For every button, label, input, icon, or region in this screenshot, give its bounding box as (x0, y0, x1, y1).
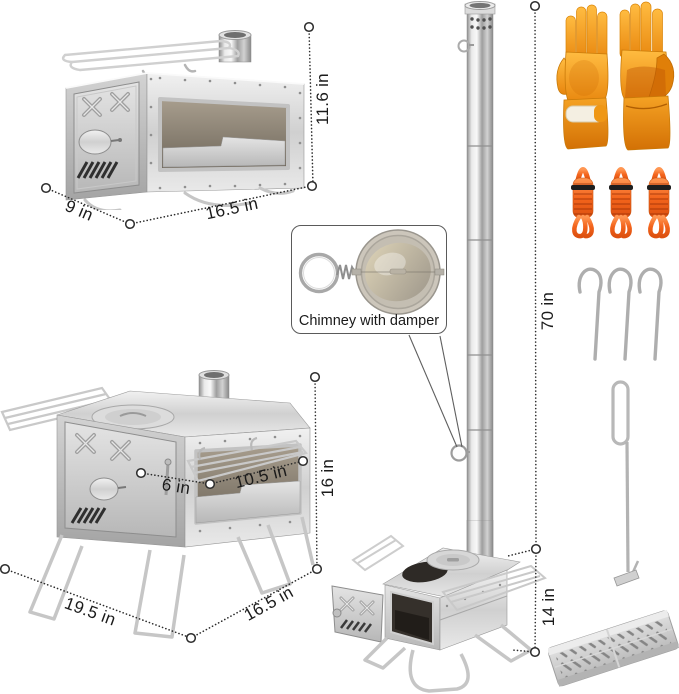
stake-hook (577, 267, 603, 361)
gloves-illustration (550, 0, 679, 155)
stove-door-face (56, 414, 186, 548)
dim-open-window-width: 10.5 in (232, 460, 289, 493)
folding-legs (363, 623, 533, 693)
pipe-hanging-ring (457, 39, 474, 53)
rear-shelf (351, 534, 405, 572)
stove-top (56, 390, 311, 438)
door-x-stamps (82, 92, 130, 117)
damper-ring-handle (298, 252, 357, 294)
rope-bundle (571, 167, 595, 239)
pipe-tube (464, 1, 496, 561)
dim-closed-height: 11.6 in (313, 73, 332, 125)
stove-door (73, 81, 140, 194)
closed-stove-illustration (25, 15, 310, 210)
dim-open-width: 19.5 in (61, 593, 119, 630)
dim-chimney-height: 70 in (538, 291, 557, 331)
door-vent-slots (76, 161, 119, 179)
side-rack (441, 564, 547, 612)
damper-top-view (351, 229, 445, 315)
door-x-stamps (75, 433, 131, 461)
stove-window (158, 97, 290, 172)
poker-shaft (625, 441, 630, 573)
spark-arrestor-holes (470, 17, 492, 30)
tent-stakes-illustration (570, 262, 670, 364)
damper-inset-drawing (298, 229, 445, 315)
stake-hook (637, 267, 663, 361)
damper-inset: Chimney with damper (291, 225, 447, 334)
door-damper-knob (89, 477, 127, 501)
door-damper-knob (78, 129, 122, 155)
fire-poker-illustration (600, 372, 655, 597)
dim-open-height: 16 in (318, 458, 337, 498)
stove-top (382, 547, 521, 601)
rope-bundle (647, 167, 671, 239)
dim-closed-width: 16.5 in (203, 193, 260, 224)
dim-closed-depth: 9 in (62, 196, 97, 225)
damper-inset-caption: Chimney with damper (298, 313, 440, 329)
poker-prong (631, 560, 640, 573)
stake-hook (607, 267, 633, 361)
grate-body (548, 609, 679, 687)
ash-grate-illustration (548, 602, 679, 694)
right-glove (619, 1, 675, 151)
door-x-stamps (339, 596, 375, 616)
left-glove (556, 4, 609, 150)
rope-bundle (609, 167, 633, 239)
assembled-stove-illustration (325, 520, 575, 694)
door-vent-slots (70, 507, 107, 524)
poker-handle-loop (611, 380, 630, 446)
top-rack (61, 39, 240, 79)
firebox-front (384, 584, 441, 651)
poker-scraper-foot (613, 569, 640, 587)
dim-open-glass-width: 6 in (160, 474, 192, 499)
guy-ropes-illustration (560, 160, 679, 244)
chimney-pipe-illustration (450, 0, 505, 600)
dim-open-depth: 16.5 in (240, 582, 297, 625)
door-knob (332, 608, 342, 618)
door-vent-slots (340, 619, 372, 633)
dim-stove-height: 14 in (539, 587, 558, 627)
rivets (198, 434, 302, 533)
stove-lid (426, 549, 480, 571)
